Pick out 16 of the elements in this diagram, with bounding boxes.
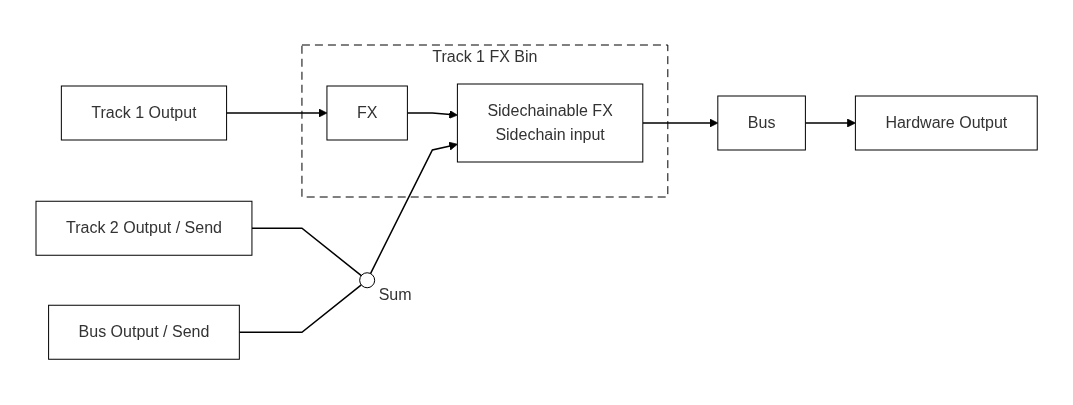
connector <box>251 227 362 277</box>
node-circle <box>359 272 376 289</box>
node-box: Bus <box>717 95 806 151</box>
node-box: Hardware Output <box>854 95 1038 151</box>
arrow <box>406 110 458 120</box>
arrow <box>804 119 856 128</box>
node-box: Sidechainable FX Sidechain input <box>456 83 644 163</box>
node-box: FX <box>326 85 408 141</box>
arrow <box>369 142 458 275</box>
node-box: Bus Output / Send <box>47 305 240 361</box>
connector <box>238 284 362 334</box>
arrow <box>641 119 719 128</box>
node-box: Track 1 Output <box>60 85 227 141</box>
arrow <box>225 109 328 118</box>
node-caption: Sum <box>378 286 412 304</box>
node-box: Track 2 Output / Send <box>35 201 253 257</box>
